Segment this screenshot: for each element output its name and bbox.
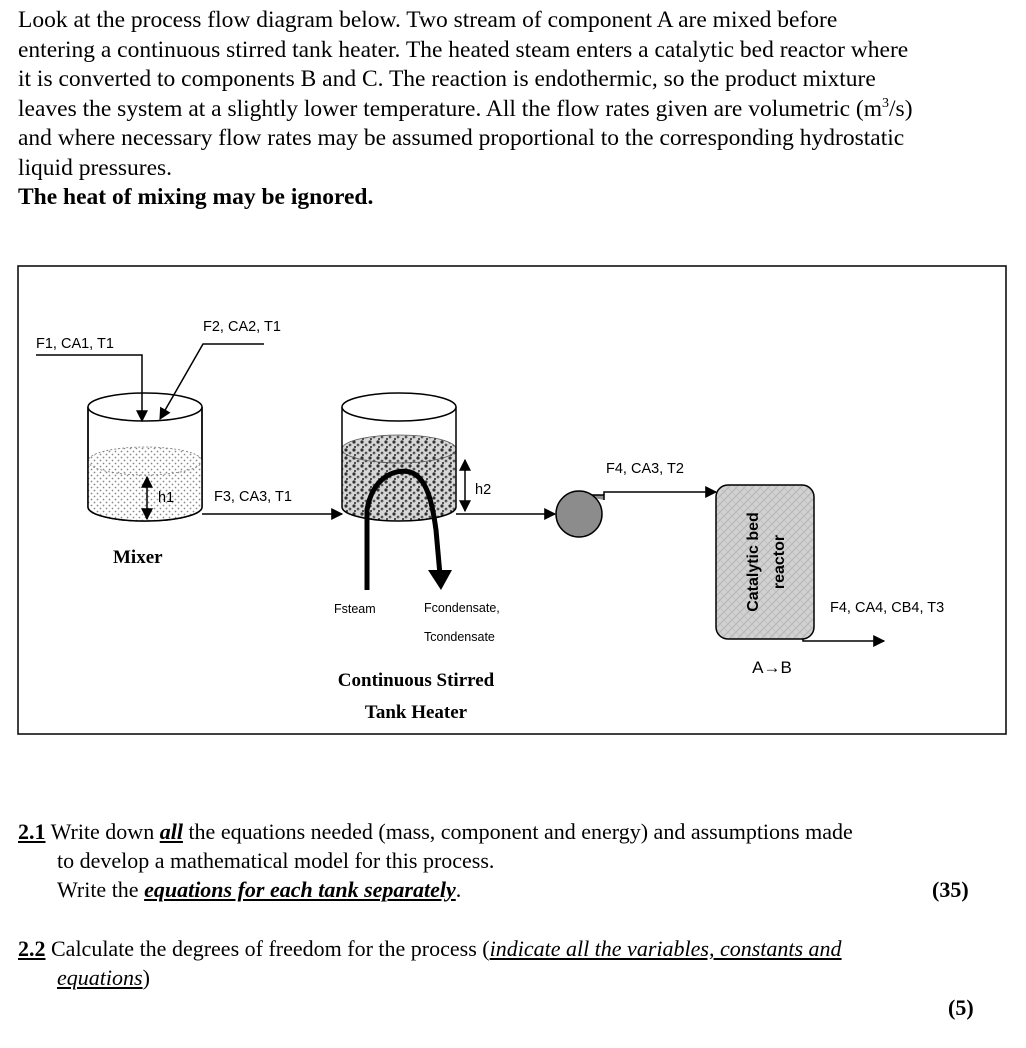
intro-line: liquid pressures.: [18, 154, 173, 181]
h1-label: h1: [158, 490, 174, 506]
question-number: 2.2: [18, 936, 46, 961]
intro-paragraph: Look at the process flow diagram below. …: [18, 6, 983, 213]
stream-product-line: [802, 635, 886, 647]
mixer-label: Mixer: [113, 547, 163, 568]
condensate-arrow-head: [428, 570, 452, 590]
heater-label-line1: Continuous Stirred: [338, 670, 495, 691]
reactor-label-line2: reactor: [771, 535, 788, 589]
question-emphasis: indicate all the variables, constants an…: [489, 936, 842, 961]
reactor-label-line1: Catalytic bed: [745, 512, 762, 612]
h2-label: h2: [475, 482, 491, 498]
marks-2-2: (5): [948, 995, 974, 1020]
diagram-frame: [17, 265, 1007, 735]
question-line: equations): [18, 963, 1003, 992]
steam-label: Fsteam: [334, 602, 376, 616]
intro-line-end: /s): [889, 95, 913, 122]
marks-2-1: (35): [932, 877, 969, 902]
question-emphasis: equations for each tank separately: [144, 877, 456, 902]
steam-coil: [364, 468, 443, 590]
question-number: 2.1: [18, 819, 46, 844]
heater-tank: [341, 392, 457, 522]
question-text: Calculate the degrees of freedom for the…: [51, 936, 490, 961]
question-2-2: 2.2 Calculate the degrees of freedom for…: [18, 934, 1003, 992]
stream-f2-line: [159, 343, 264, 421]
question-text: ): [142, 965, 150, 990]
intro-line: and where necessary flow rates may be as…: [18, 125, 905, 151]
intro-line: leaves the system at a slightly lower te…: [18, 95, 983, 125]
question-line: Write the equations for each tank separa…: [18, 875, 988, 904]
question-emphasis: all: [159, 819, 183, 844]
stream-f4-label: F4, CA3, T2: [606, 461, 684, 477]
mixer-tank: [87, 392, 203, 522]
question-text: Write down: [50, 819, 160, 844]
pump: [555, 490, 605, 538]
condensate-flow-label: Fcondensate,: [424, 601, 500, 615]
catalytic-bed-reactor: [715, 484, 815, 640]
reaction-label: A→B: [752, 658, 792, 677]
question-line: 2.2 Calculate the degrees of freedom for…: [18, 934, 1003, 963]
stream-f3-label: F3, CA3, T1: [214, 489, 292, 505]
stream-f4-line: [603, 486, 718, 498]
stream-f1-line: [36, 354, 148, 423]
bold-note: The heat of mixing may be ignored.: [18, 184, 374, 210]
question-line: 2.1 Write down all the equations needed …: [18, 817, 988, 846]
intro-line: it is converted to components B and C. T…: [18, 66, 876, 92]
stream-f1-label: F1, CA1, T1: [36, 336, 114, 352]
stream-product-label: F4, CA4, CB4, T3: [830, 600, 944, 616]
condensate-temp-label: Tcondensate: [424, 630, 495, 644]
intro-line-text: leaves the system at a slightly lower te…: [18, 95, 883, 122]
question-text: the equations needed (mass, component an…: [182, 819, 853, 844]
intro-line: Look at the process flow diagram below. …: [18, 7, 838, 33]
question-text: Write the: [57, 877, 145, 902]
superscript: 3: [882, 95, 890, 111]
heater-label-line2: Tank Heater: [365, 702, 468, 723]
stream-f2-label: F2, CA2, T1: [203, 319, 281, 335]
process-flow-diagram: F1, CA1, T1 F2, CA2, T1 h1 F3, CA3, T1 M…: [17, 265, 1007, 735]
question-line: to develop a mathematical model for this…: [57, 848, 495, 873]
question-emphasis: equations: [57, 965, 143, 990]
question-2-1: 2.1 Write down all the equations needed …: [18, 817, 988, 904]
intro-line: entering a continuous stirred tank heate…: [18, 36, 909, 63]
question-text: .: [455, 877, 462, 902]
